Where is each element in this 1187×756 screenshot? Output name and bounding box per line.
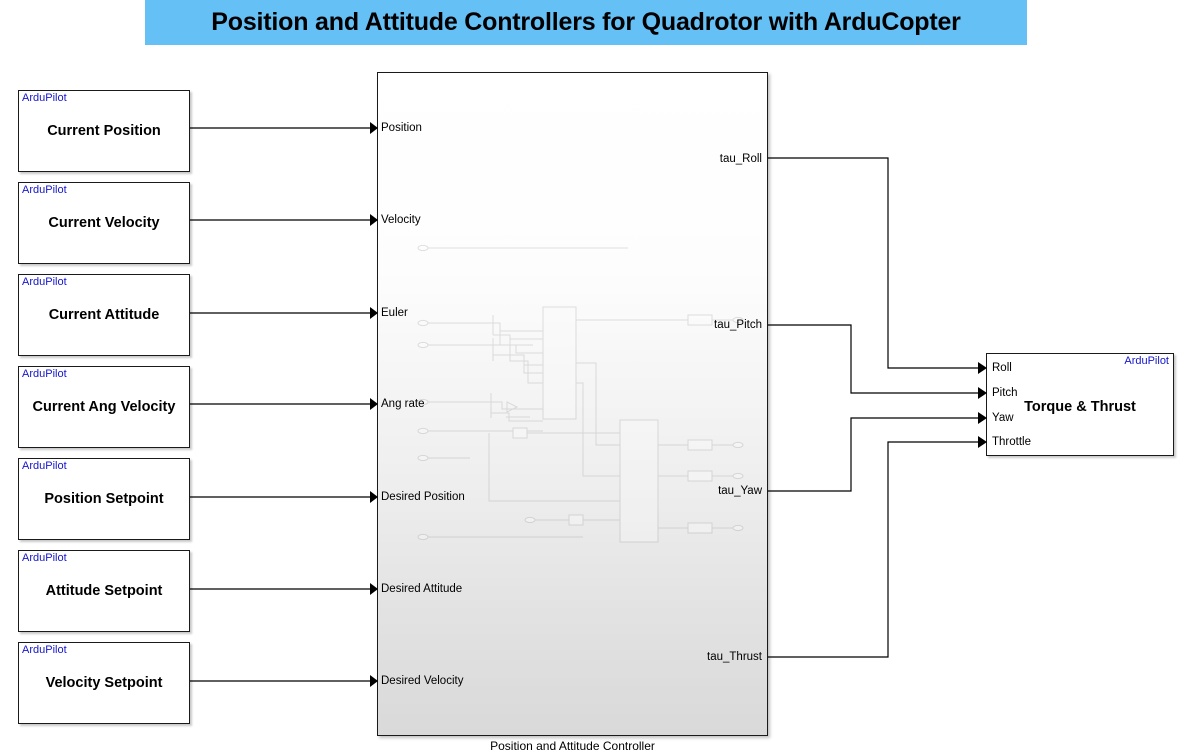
controller-input-ang-rate: Ang rate	[381, 398, 425, 410]
wire-current-position-to-position	[190, 122, 378, 134]
controller-output-tau-thrust: tau_Thrust	[707, 651, 762, 663]
wire-tau-pitch-to-pitch	[768, 324, 987, 399]
torque-thrust-input-yaw: Yaw	[992, 412, 1014, 424]
source-block-position-setpoint[interactable]: ArduPilot Position Setpoint	[18, 458, 190, 540]
ardupilot-tag: ArduPilot	[22, 368, 67, 380]
ardupilot-tag: ArduPilot	[22, 552, 67, 564]
wire-position-setpoint-to-desired-position	[190, 491, 378, 503]
block-title: Position Setpoint	[44, 491, 164, 507]
wire-tau-thrust-to-throttle	[768, 436, 987, 658]
controller-input-desired-velocity: Desired Velocity	[381, 675, 464, 687]
block-title: Velocity Setpoint	[45, 675, 163, 691]
controller-input-velocity: Velocity	[381, 214, 421, 226]
controller-input-desired-attitude: Desired Attitude	[381, 583, 463, 595]
source-block-current-attitude[interactable]: ArduPilot Current Attitude	[18, 274, 190, 356]
wire-current-attitude-to-euler	[190, 307, 378, 319]
source-block-attitude-setpoint[interactable]: ArduPilot Attitude Setpoint	[18, 550, 190, 632]
ardupilot-tag: ArduPilot	[22, 644, 67, 656]
diagram-title-banner: Position and Attitude Controllers for Qu…	[145, 0, 1027, 45]
position-attitude-controller-block[interactable]	[377, 72, 768, 736]
ardupilot-tag: ArduPilot	[22, 184, 67, 196]
source-block-current-ang-velocity[interactable]: ArduPilot Current Ang Velocity	[18, 366, 190, 448]
wire-velocity-setpoint-to-desired-velocity	[190, 675, 378, 687]
ardupilot-tag: ArduPilot	[22, 460, 67, 472]
wire-current-ang-velocity-to-ang-rate	[190, 398, 378, 410]
torque-thrust-input-pitch: Pitch	[992, 387, 1018, 399]
torque-thrust-input-throttle: Throttle	[992, 436, 1031, 448]
block-title: Current Velocity	[48, 215, 160, 231]
controller-output-tau-pitch: tau_Pitch	[714, 319, 762, 331]
block-title: Current Attitude	[48, 307, 160, 323]
wire-tau-roll-to-roll	[768, 157, 987, 374]
source-block-velocity-setpoint[interactable]: ArduPilot Velocity Setpoint	[18, 642, 190, 724]
torque-thrust-input-roll: Roll	[992, 362, 1012, 374]
controller-input-euler: Euler	[381, 307, 408, 319]
block-title: Current Position	[47, 123, 161, 139]
block-title: Attitude Setpoint	[45, 583, 163, 599]
controller-input-desired-position: Desired Position	[381, 491, 465, 503]
ardupilot-tag: ArduPilot	[22, 92, 67, 104]
controller-block-caption: Position and Attitude Controller	[490, 739, 655, 753]
source-block-current-velocity[interactable]: ArduPilot Current Velocity	[18, 182, 190, 264]
page-title: Position and Attitude Controllers for Qu…	[211, 8, 961, 36]
controller-output-tau-roll: tau_Roll	[719, 153, 762, 165]
source-block-current-position[interactable]: ArduPilot Current Position	[18, 90, 190, 172]
wire-tau-yaw-to-yaw	[768, 412, 987, 492]
ardupilot-tag: ArduPilot	[1124, 355, 1169, 367]
ardupilot-tag: ArduPilot	[22, 276, 67, 288]
subsystem-preview-thumbnail	[417, 244, 744, 543]
block-title: Torque & Thrust	[1024, 398, 1136, 415]
controller-output-tau-yaw: tau_Yaw	[718, 485, 762, 497]
wire-current-velocity-to-velocity	[190, 214, 378, 226]
controller-input-position: Position	[381, 122, 422, 134]
torque-thrust-block[interactable]: ArduPilot Torque & Thrust	[986, 353, 1174, 456]
block-title: Current Ang Velocity	[32, 399, 176, 415]
wire-attitude-setpoint-to-desired-attitude	[190, 583, 378, 595]
